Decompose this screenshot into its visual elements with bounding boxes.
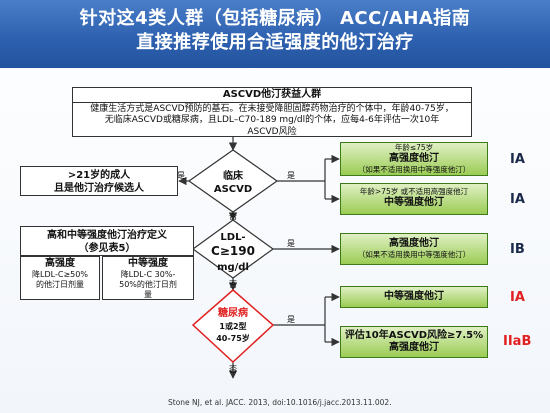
- outcome-5-box: 评估10年ASCVD风险≥7.5% 高强度他汀: [340, 326, 488, 358]
- moderate-title: 中等强度: [128, 258, 168, 269]
- label-no-clinical: 否: [229, 212, 237, 221]
- outcome-4-box: 中等强度他汀: [340, 286, 488, 308]
- outcome-5-level: IIaB: [503, 334, 532, 349]
- title-banner: 针对这4类人群（包括糖尿病） ACC/AHA指南 直接推荐使用合适强度的他汀治疗: [0, 0, 550, 68]
- outcome-2-level: IA: [510, 192, 525, 207]
- title-line-1: 针对这4类人群（包括糖尿病） ACC/AHA指南: [79, 8, 471, 29]
- label-no-ldl: 否: [229, 280, 237, 289]
- ldl-line-2: C≥190: [211, 244, 255, 258]
- outcome-4-main: 中等强度他汀: [384, 291, 444, 302]
- definition-line-1: 高和中等强度他汀治疗定义: [47, 230, 167, 241]
- outcome-2-top: 年龄>75岁 或不适用高强度他汀: [359, 187, 469, 196]
- definition-line-2: （参见表5）: [78, 243, 136, 254]
- high-intensity-box: 高强度 降LDL-C≥50% 的他汀日剂量: [20, 256, 100, 300]
- label-yes-diabetes: 是: [287, 315, 295, 324]
- diabetes-line-2: 1或2型: [219, 321, 246, 331]
- diabetes-line-3: 40-75岁: [216, 333, 250, 343]
- ldl-line-3: mg/dl: [217, 262, 249, 273]
- outcome-1-note: （如果不适用换用中等强度他汀）: [357, 165, 471, 174]
- ldl-diamond: [191, 219, 275, 279]
- benefit-line-2: 无临床ASCVD或糖尿病，且LDL–C70-189 mg/dl的个体，应每4-6…: [104, 115, 440, 125]
- moderate-line-2: 50%的他汀日剂: [119, 280, 177, 289]
- adult-line-2: 且是他汀治疗候选人: [54, 183, 144, 194]
- outcome-1-main: 高强度他汀: [389, 153, 439, 164]
- adult-candidate-box: >21岁的成人 且是他汀治疗候选人: [20, 166, 178, 196]
- outcome-3-box: 高强度他汀 （如果不适用换用中等强度他汀）: [340, 233, 488, 265]
- moderate-line-3: 量: [144, 290, 152, 299]
- label-yes-clinical: 是: [287, 171, 295, 180]
- benefit-title: ASCVD他汀获益人群: [73, 89, 471, 103]
- outcome-5-main: 高强度他汀: [389, 342, 439, 353]
- clinical-line-1: 临床: [223, 169, 244, 182]
- ldl-line-1: LDL-: [220, 232, 245, 243]
- outcome-2-main: 中等强度他汀: [384, 197, 444, 208]
- outcome-3-note: （如果不适用换用中等强度他汀）: [357, 250, 471, 259]
- outcome-3-level: IB: [510, 242, 525, 257]
- outcome-5-top: 评估10年ASCVD风险≥7.5%: [344, 330, 484, 341]
- outcome-2-box: 年龄>75岁 或不适用高强度他汀 中等强度他汀: [340, 183, 488, 215]
- clinical-line-2: ASCVD: [214, 184, 252, 195]
- high-line-2: 的他汀日剂量: [36, 280, 84, 289]
- label-yes-ldl: 是: [287, 239, 295, 248]
- diabetes-diamond: [191, 289, 275, 364]
- high-line-1: 降LDL-C≥50%: [32, 270, 88, 279]
- benefit-line-1: 健康生活方式是ASCVD预防的基石。在未接受降胆固醇药物治疗的个体中，年龄40-…: [90, 103, 454, 114]
- diabetes-line-1: 糖尿病: [218, 306, 248, 319]
- label-no-diabetes: 否: [229, 365, 237, 374]
- adult-line-1: >21岁的成人: [67, 170, 131, 181]
- benefit-line-3: ASCVD风险: [247, 126, 297, 137]
- statin-benefit-box: ASCVD他汀获益人群 健康生活方式是ASCVD预防的基石。在未接受降胆固醇药物…: [72, 87, 472, 137]
- outcome-4-level: IA: [510, 290, 525, 305]
- moderate-line-1: 降LDL-C 30%-: [120, 270, 176, 279]
- outcome-3-main: 高强度他汀: [389, 238, 439, 249]
- intensity-definition-box: 高和中等强度他汀治疗定义 （参见表5）: [20, 226, 194, 256]
- outcome-1-level: IA: [510, 152, 525, 167]
- title-line-2: 直接推荐使用合适强度的他汀治疗: [136, 32, 414, 53]
- citation: Stone NJ, et al. JACC. 2013, doi:10.1016…: [168, 398, 392, 407]
- high-title: 高强度: [45, 258, 75, 269]
- clinical-ascvd-diamond: [187, 149, 279, 213]
- outcome-1-top: 年龄≤75岁: [394, 143, 434, 152]
- outcome-1-box: 年龄≤75岁 高强度他汀 （如果不适用换用中等强度他汀）: [340, 142, 488, 176]
- moderate-intensity-box: 中等强度 降LDL-C 30%- 50%的他汀日剂 量: [102, 256, 194, 300]
- label-yes-adult: 是: [177, 171, 185, 180]
